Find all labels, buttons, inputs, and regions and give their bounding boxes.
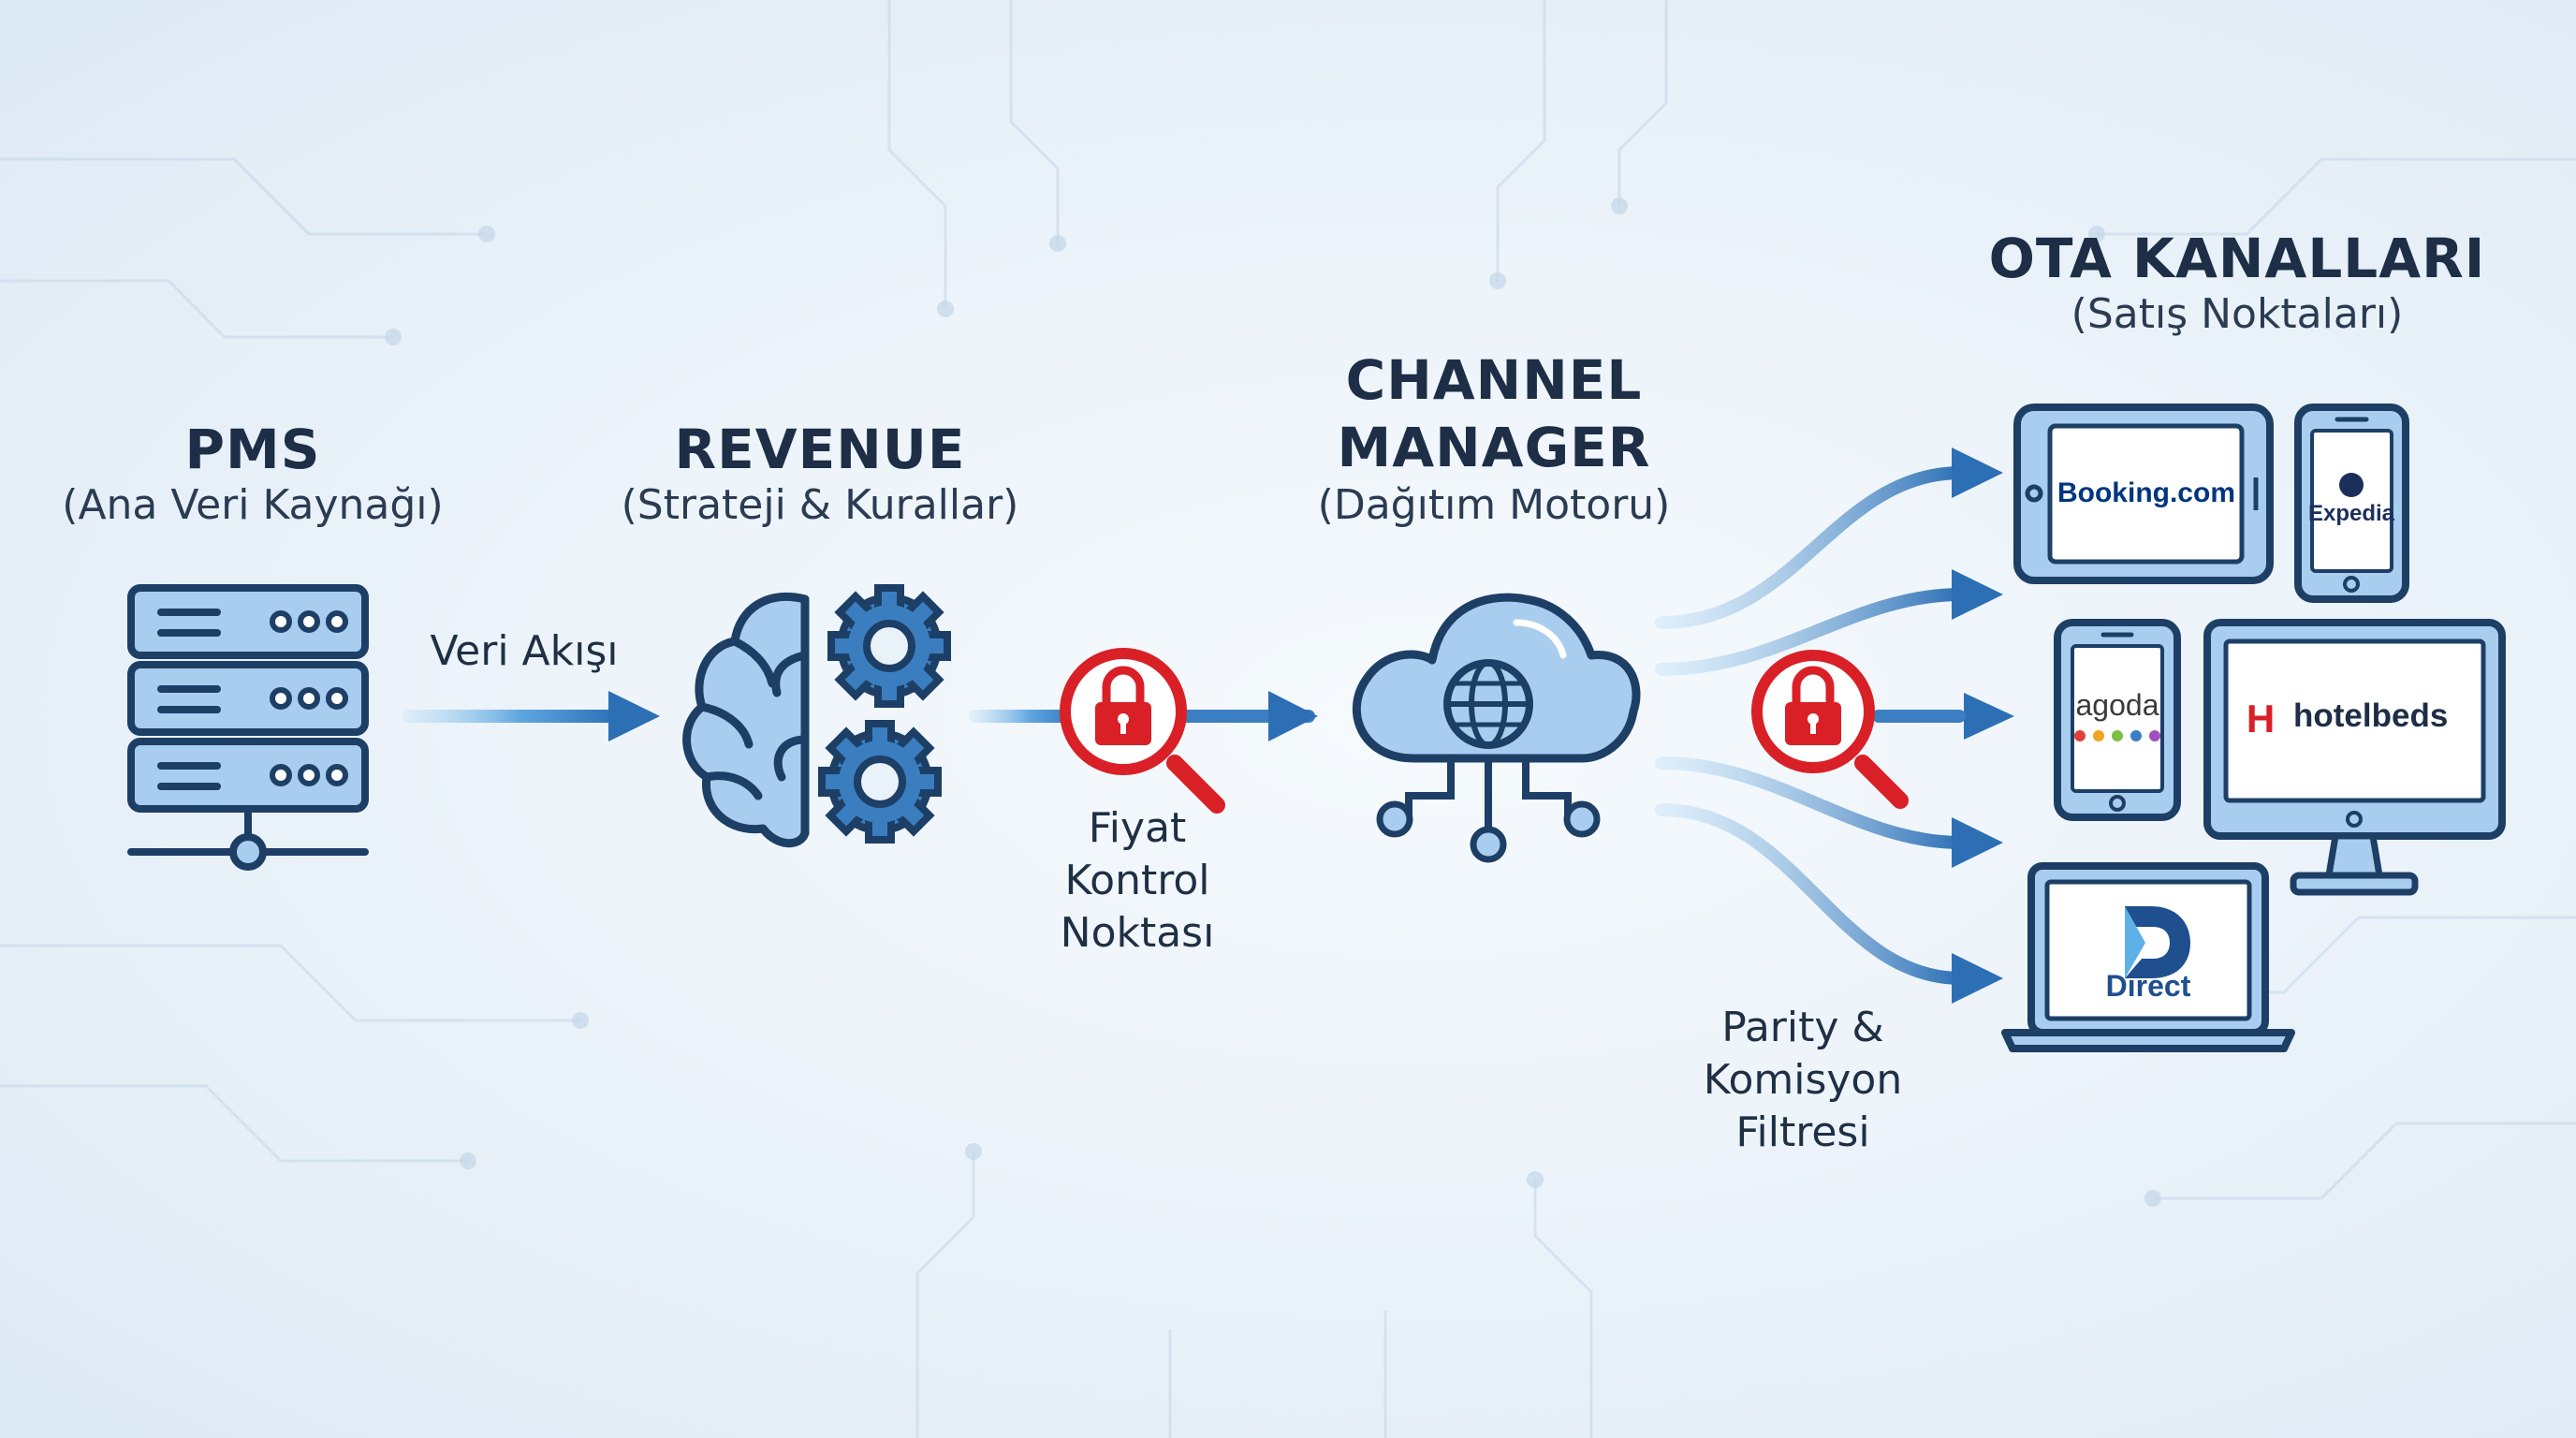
ota-subtitle: (Satış Noktaları) xyxy=(2071,290,2404,338)
brain-icon xyxy=(682,592,810,848)
price-check-label-line3: Noktası xyxy=(1060,909,1215,957)
lock-magnifier-icon xyxy=(1060,648,1225,814)
parity-filter-label-line2: Komisyon xyxy=(1703,1056,1903,1104)
parity-filter-label-line3: Filtresi xyxy=(1735,1108,1870,1156)
pms-subtitle: (Ana Veri Kaynağı) xyxy=(62,481,444,529)
revenue-title: REVENUE xyxy=(674,418,966,481)
lock-magnifier-icon xyxy=(1751,650,1909,809)
gear-icon xyxy=(827,584,951,708)
channel-manager-subtitle: (Dağıtım Motoru) xyxy=(1317,481,1671,529)
ota-title: OTA KANALLARI xyxy=(1988,227,2486,290)
pms-title: PMS xyxy=(184,418,321,481)
price-check-label-line2: Kontrol xyxy=(1064,857,1210,904)
revenue-subtitle: (Strateji & Kurallar) xyxy=(621,481,1019,529)
phone-expedia: Expedia xyxy=(2294,404,2409,603)
phone-agoda: agoda xyxy=(2054,619,2181,821)
direct-logo: Direct xyxy=(2106,969,2191,1003)
price-check-label-line1: Fiyat xyxy=(1088,804,1187,852)
channel-manager-title-line2: MANAGER xyxy=(1337,416,1651,479)
direct-logo-icon xyxy=(2125,906,2190,978)
laptop-direct: Direct xyxy=(2001,862,2295,1052)
booking-logo: Booking.com xyxy=(2057,477,2235,508)
hotelbeds-h-icon: H xyxy=(2247,697,2275,741)
price-check-arrow xyxy=(969,691,1318,741)
tablet-booking: Booking.com xyxy=(2013,404,2274,584)
parity-filter-label-line1: Parity & xyxy=(1721,1004,1884,1051)
expedia-plane-icon xyxy=(2339,473,2364,497)
channel-manager-title-line1: CHANNEL xyxy=(1345,348,1643,412)
data-flow-arrow xyxy=(402,691,660,741)
cloud-globe-icon xyxy=(1352,593,1641,863)
data-flow-label: Veri Akışı xyxy=(430,627,619,675)
expedia-logo: Expedia xyxy=(2308,501,2395,526)
hotelbeds-logo: hotelbeds xyxy=(2293,697,2448,734)
agoda-logo: agoda xyxy=(2076,688,2159,722)
gear-icon xyxy=(818,720,942,844)
monitor-hotelbeds: H hotelbeds xyxy=(2203,619,2506,896)
server-icon xyxy=(127,584,369,871)
arrow-heads xyxy=(1952,448,2014,1004)
parity-filter-arrows xyxy=(1655,466,1968,985)
